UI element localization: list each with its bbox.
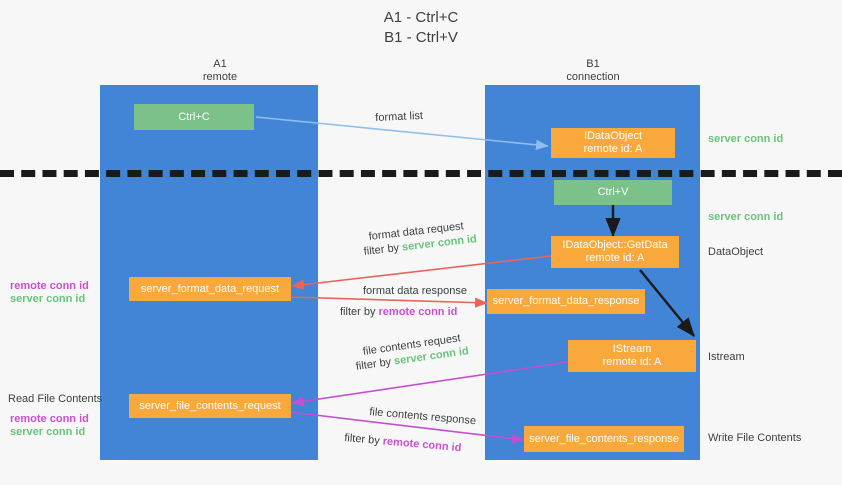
box-idataobject[interactable]: IDataObject remote id: A [551, 128, 675, 158]
label-remote-conn-id-lower: remote conn id [10, 413, 89, 425]
arrow-label-file-contents-response: file contents response [368, 405, 477, 428]
box-server-format-data-request[interactable]: server_format_data_request [129, 277, 291, 301]
column-header-b1: B1 connection [566, 58, 620, 83]
column-header-a1: A1 remote [202, 58, 238, 83]
filter-value-remote-conn-id-1: remote conn id [378, 306, 458, 318]
arrow-label-format-data-response: format data response [363, 285, 467, 297]
filter-prefix-3: filter by [355, 355, 395, 373]
arrow-label-format-data-response-filter: filter by remote conn id [340, 305, 457, 320]
phase-divider [0, 170, 842, 177]
box-server-file-contents-response[interactable]: server_file_contents_response [524, 426, 684, 452]
label-istream: Istream [708, 351, 745, 363]
filter-prefix-1: filter by [363, 241, 403, 258]
label-write-file-contents: Write File Contents [708, 432, 802, 444]
filter-prefix-2: filter by [340, 306, 379, 318]
label-server-conn-id-mid: server conn id [708, 211, 784, 223]
label-remote-conn-id-upper: remote conn id [10, 280, 89, 292]
arrow-label-format-list: format list [375, 109, 424, 124]
diagram-title: A1 - Ctrl+C B1 - Ctrl+V [383, 9, 459, 46]
arrow-label-file-contents-response-filter: filter by remote conn id [344, 431, 462, 456]
box-server-format-data-response[interactable]: server_format_data_response [487, 289, 645, 314]
box-istream[interactable]: IStream remote id: A [568, 340, 696, 372]
label-server-conn-id-lower: server conn id [10, 426, 86, 438]
label-server-conn-id-top: server conn id [708, 133, 784, 145]
label-server-conn-id-upper: server conn id [10, 293, 86, 305]
filter-prefix-4: filter by [343, 431, 384, 448]
box-server-file-contents-request[interactable]: server_file_contents_request [129, 394, 291, 418]
label-dataobject: DataObject [708, 246, 764, 258]
box-ctrl-v[interactable]: Ctrl+V [554, 180, 672, 205]
box-idataobject-getdata[interactable]: IDataObject::GetData remote id: A [551, 236, 679, 268]
label-read-file-contents: Read File Contents [8, 393, 103, 405]
box-ctrl-c[interactable]: Ctrl+C [134, 104, 254, 130]
filter-value-remote-conn-id-2: remote conn id [382, 435, 462, 455]
